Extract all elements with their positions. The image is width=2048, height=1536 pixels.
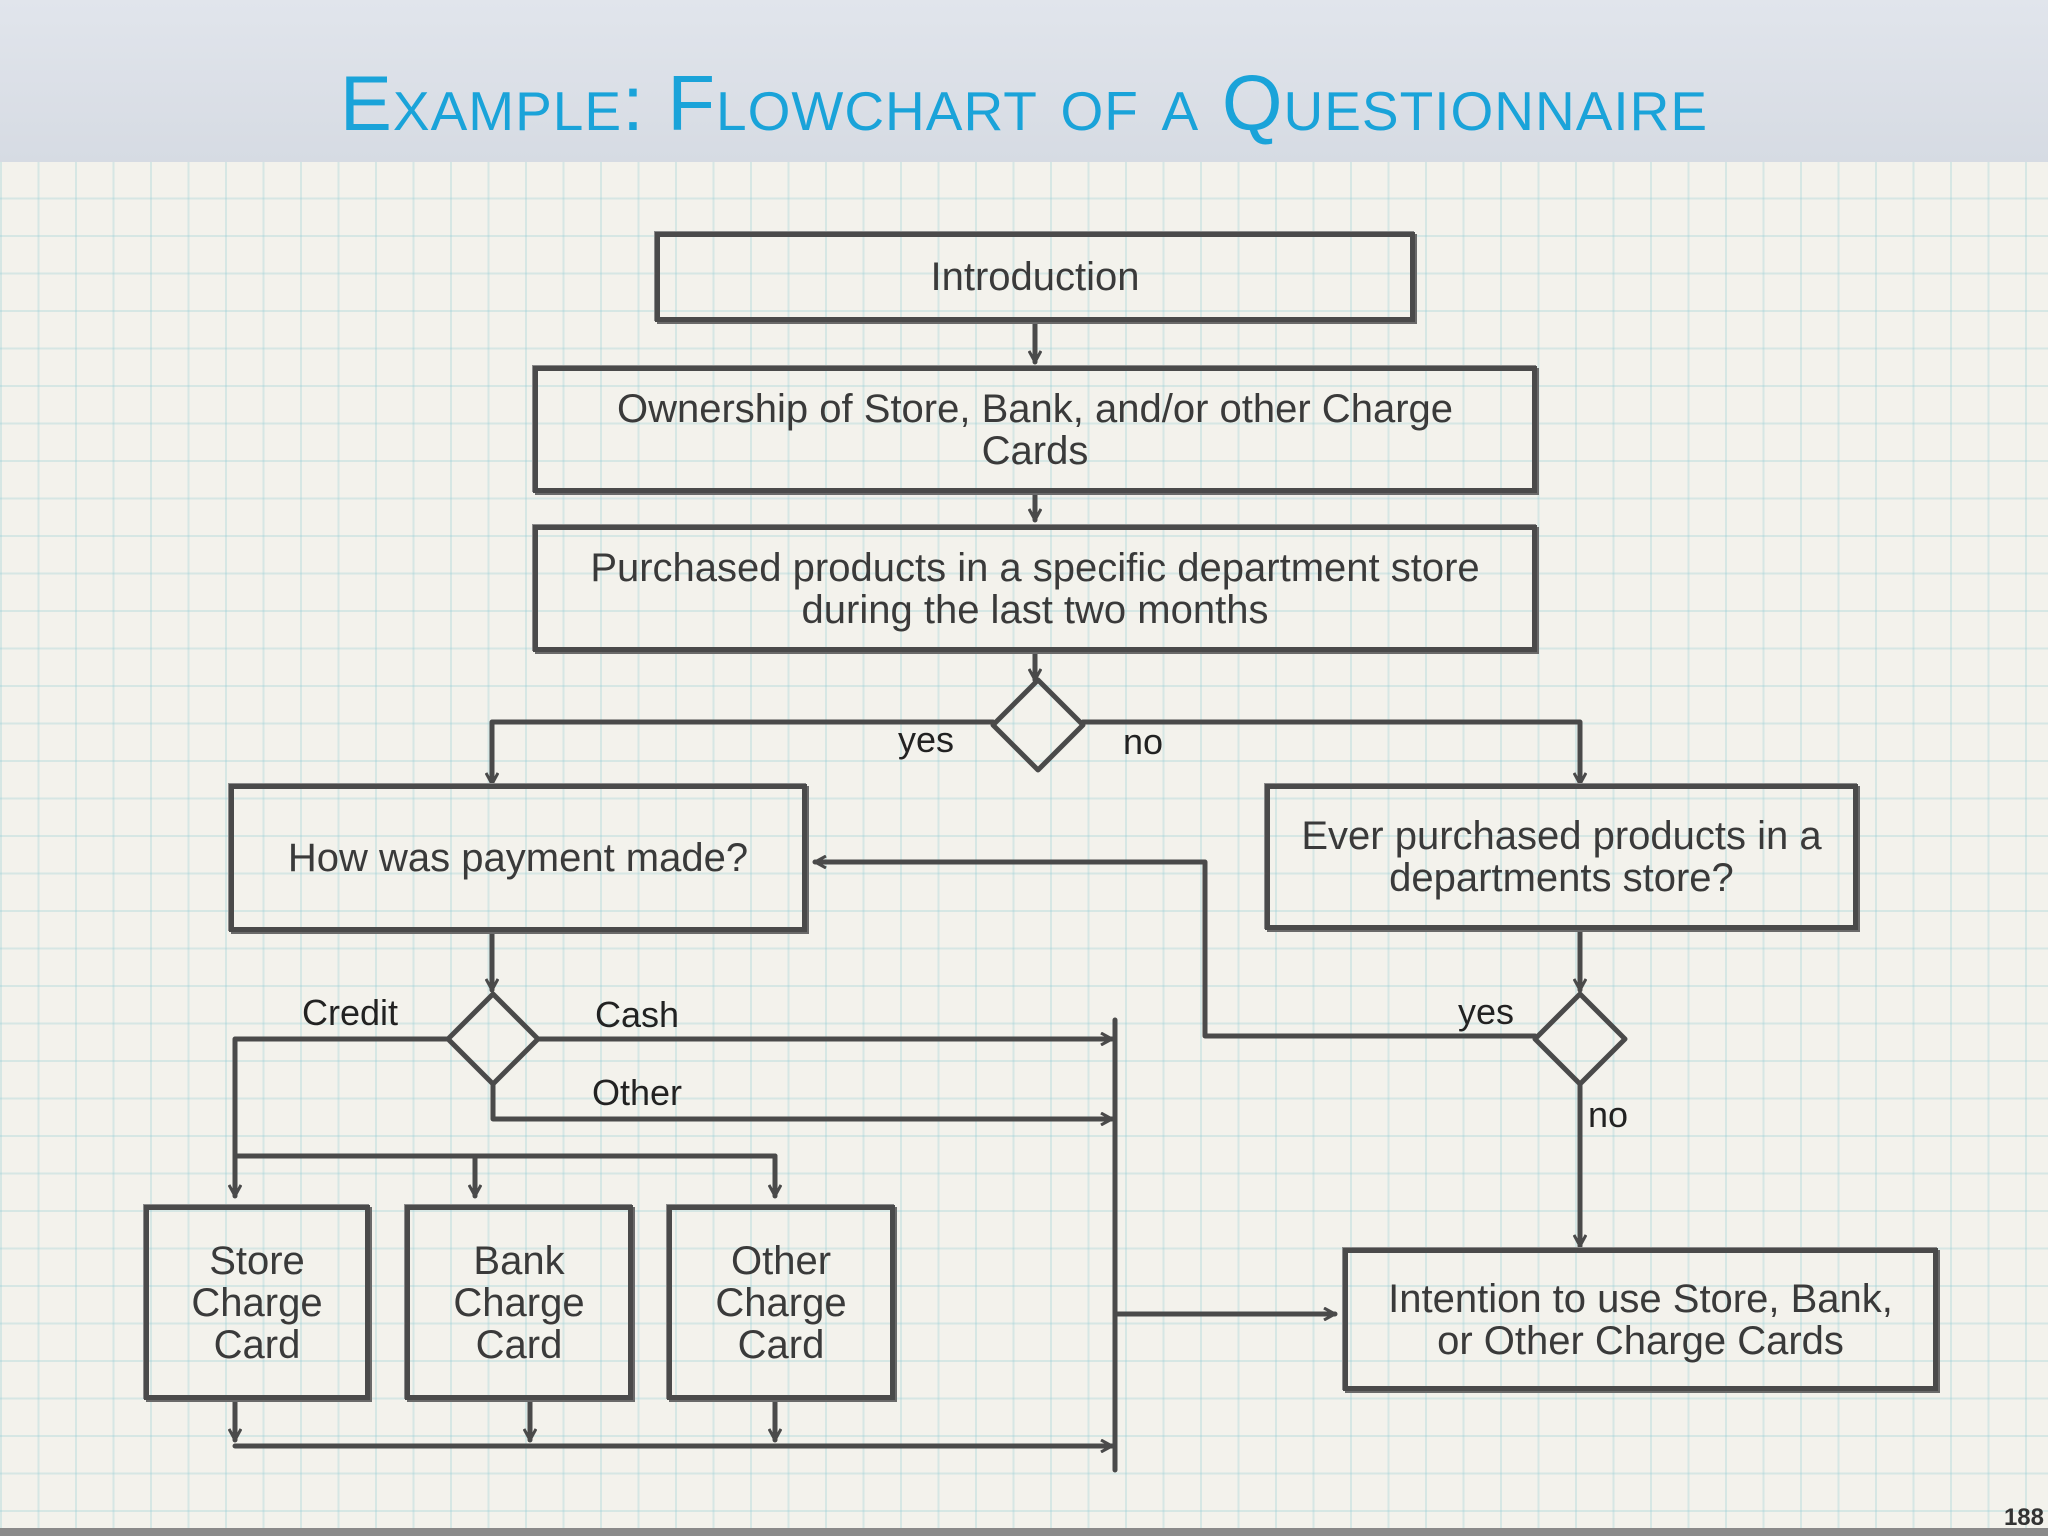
grid-paper-background	[0, 162, 2048, 1536]
slide-title: Example: Flowchart of a Questionnaire	[339, 59, 1709, 147]
node-ever-purchased: Ever purchased products in a departments…	[1265, 784, 1858, 930]
decision-diamond-ever-purchased	[1532, 991, 1628, 1087]
edge-label-yes-right: yes	[1458, 991, 1515, 1032]
node-store-card-label: Store Charge Card	[191, 1238, 323, 1367]
edge-label-no-right: no	[1123, 721, 1164, 762]
arrow-no-to-ever-purchased	[1080, 719, 1580, 787]
node-ever-purchased-label: Ever purchased products in a departments…	[1301, 814, 1822, 900]
node-other-card-label: Other Charge Card	[715, 1238, 847, 1367]
node-ownership: Ownership of Store, Bank, and/or other C…	[533, 366, 1537, 493]
node-introduction: Introduction	[655, 232, 1415, 322]
bottom-bar	[0, 1528, 2048, 1536]
arrow-credit-branch	[232, 1036, 451, 1159]
slide-header: Example: Flowchart of a Questionnaire	[0, 0, 2048, 162]
decision-diamond-payment	[445, 991, 541, 1087]
edge-label-credit: Credit	[302, 992, 399, 1033]
node-intention-label: Intention to use Store, Bank, or Other C…	[1388, 1276, 1893, 1363]
node-store-card: Store Charge Card	[144, 1205, 370, 1400]
node-ownership-label: Ownership of Store, Bank, and/or other C…	[616, 386, 1453, 473]
node-purchased: Purchased products in a specific departm…	[533, 525, 1537, 652]
arrow-yes-to-payment	[492, 719, 996, 787]
edge-label-no-bottom: no	[1588, 1094, 1629, 1135]
node-purchased-label: Purchased products in a specific departm…	[590, 545, 1480, 632]
arrow-other-branch	[490, 1081, 1115, 1119]
node-other-card: Other Charge Card	[667, 1205, 895, 1400]
page-number: 188	[2003, 1504, 2044, 1531]
node-bank-card-label: Bank Charge Card	[453, 1238, 585, 1367]
decision-diamond-purchased	[990, 677, 1086, 773]
node-introduction-label: Introduction	[930, 255, 1140, 299]
node-intention: Intention to use Store, Bank, or Other C…	[1343, 1248, 1938, 1391]
node-bank-card: Bank Charge Card	[405, 1205, 633, 1400]
edge-label-other: Other	[592, 1072, 683, 1113]
node-payment-label: How was payment made?	[287, 836, 749, 880]
arrow-yes-to-payment-return	[812, 862, 1538, 1039]
edge-label-cash: Cash	[595, 994, 680, 1035]
node-payment: How was payment made?	[229, 784, 807, 932]
edge-label-yes-left: yes	[898, 719, 955, 760]
